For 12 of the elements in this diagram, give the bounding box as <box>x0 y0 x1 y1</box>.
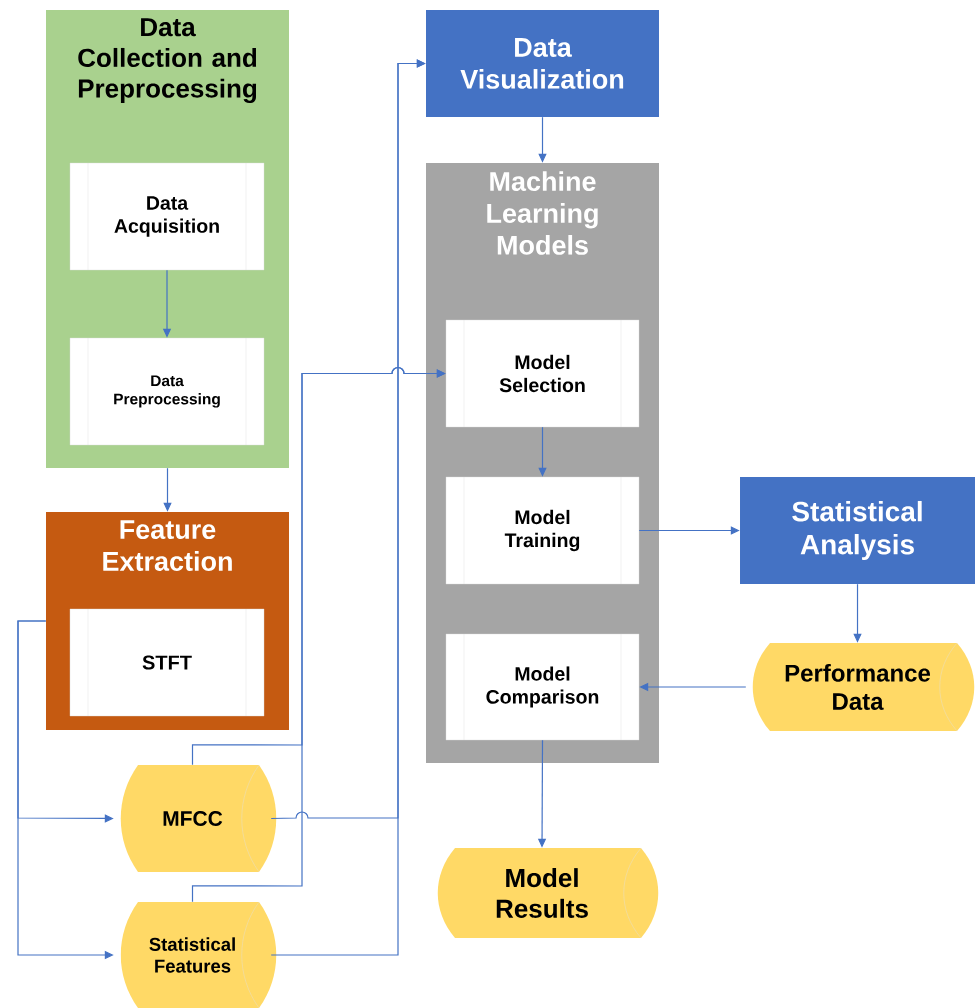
process-box: Model Selection <box>445 319 640 428</box>
process-box: STFT <box>69 608 265 717</box>
storage-cylinder: MFCC <box>120 764 277 873</box>
process-box: Statistical Analysis <box>740 477 975 584</box>
process-box: Data Visualization <box>426 10 659 117</box>
storage-cylinder: Statistical Features <box>120 901 277 1008</box>
process-box: Model Comparison <box>445 633 640 741</box>
process-box: Data Preprocessing <box>69 337 265 446</box>
storage-cylinder: Performance Data <box>752 642 975 732</box>
storage-cylinder: Model Results <box>437 847 659 939</box>
process-box: Data Acquisition <box>69 162 265 271</box>
process-box: Model Training <box>445 476 640 585</box>
